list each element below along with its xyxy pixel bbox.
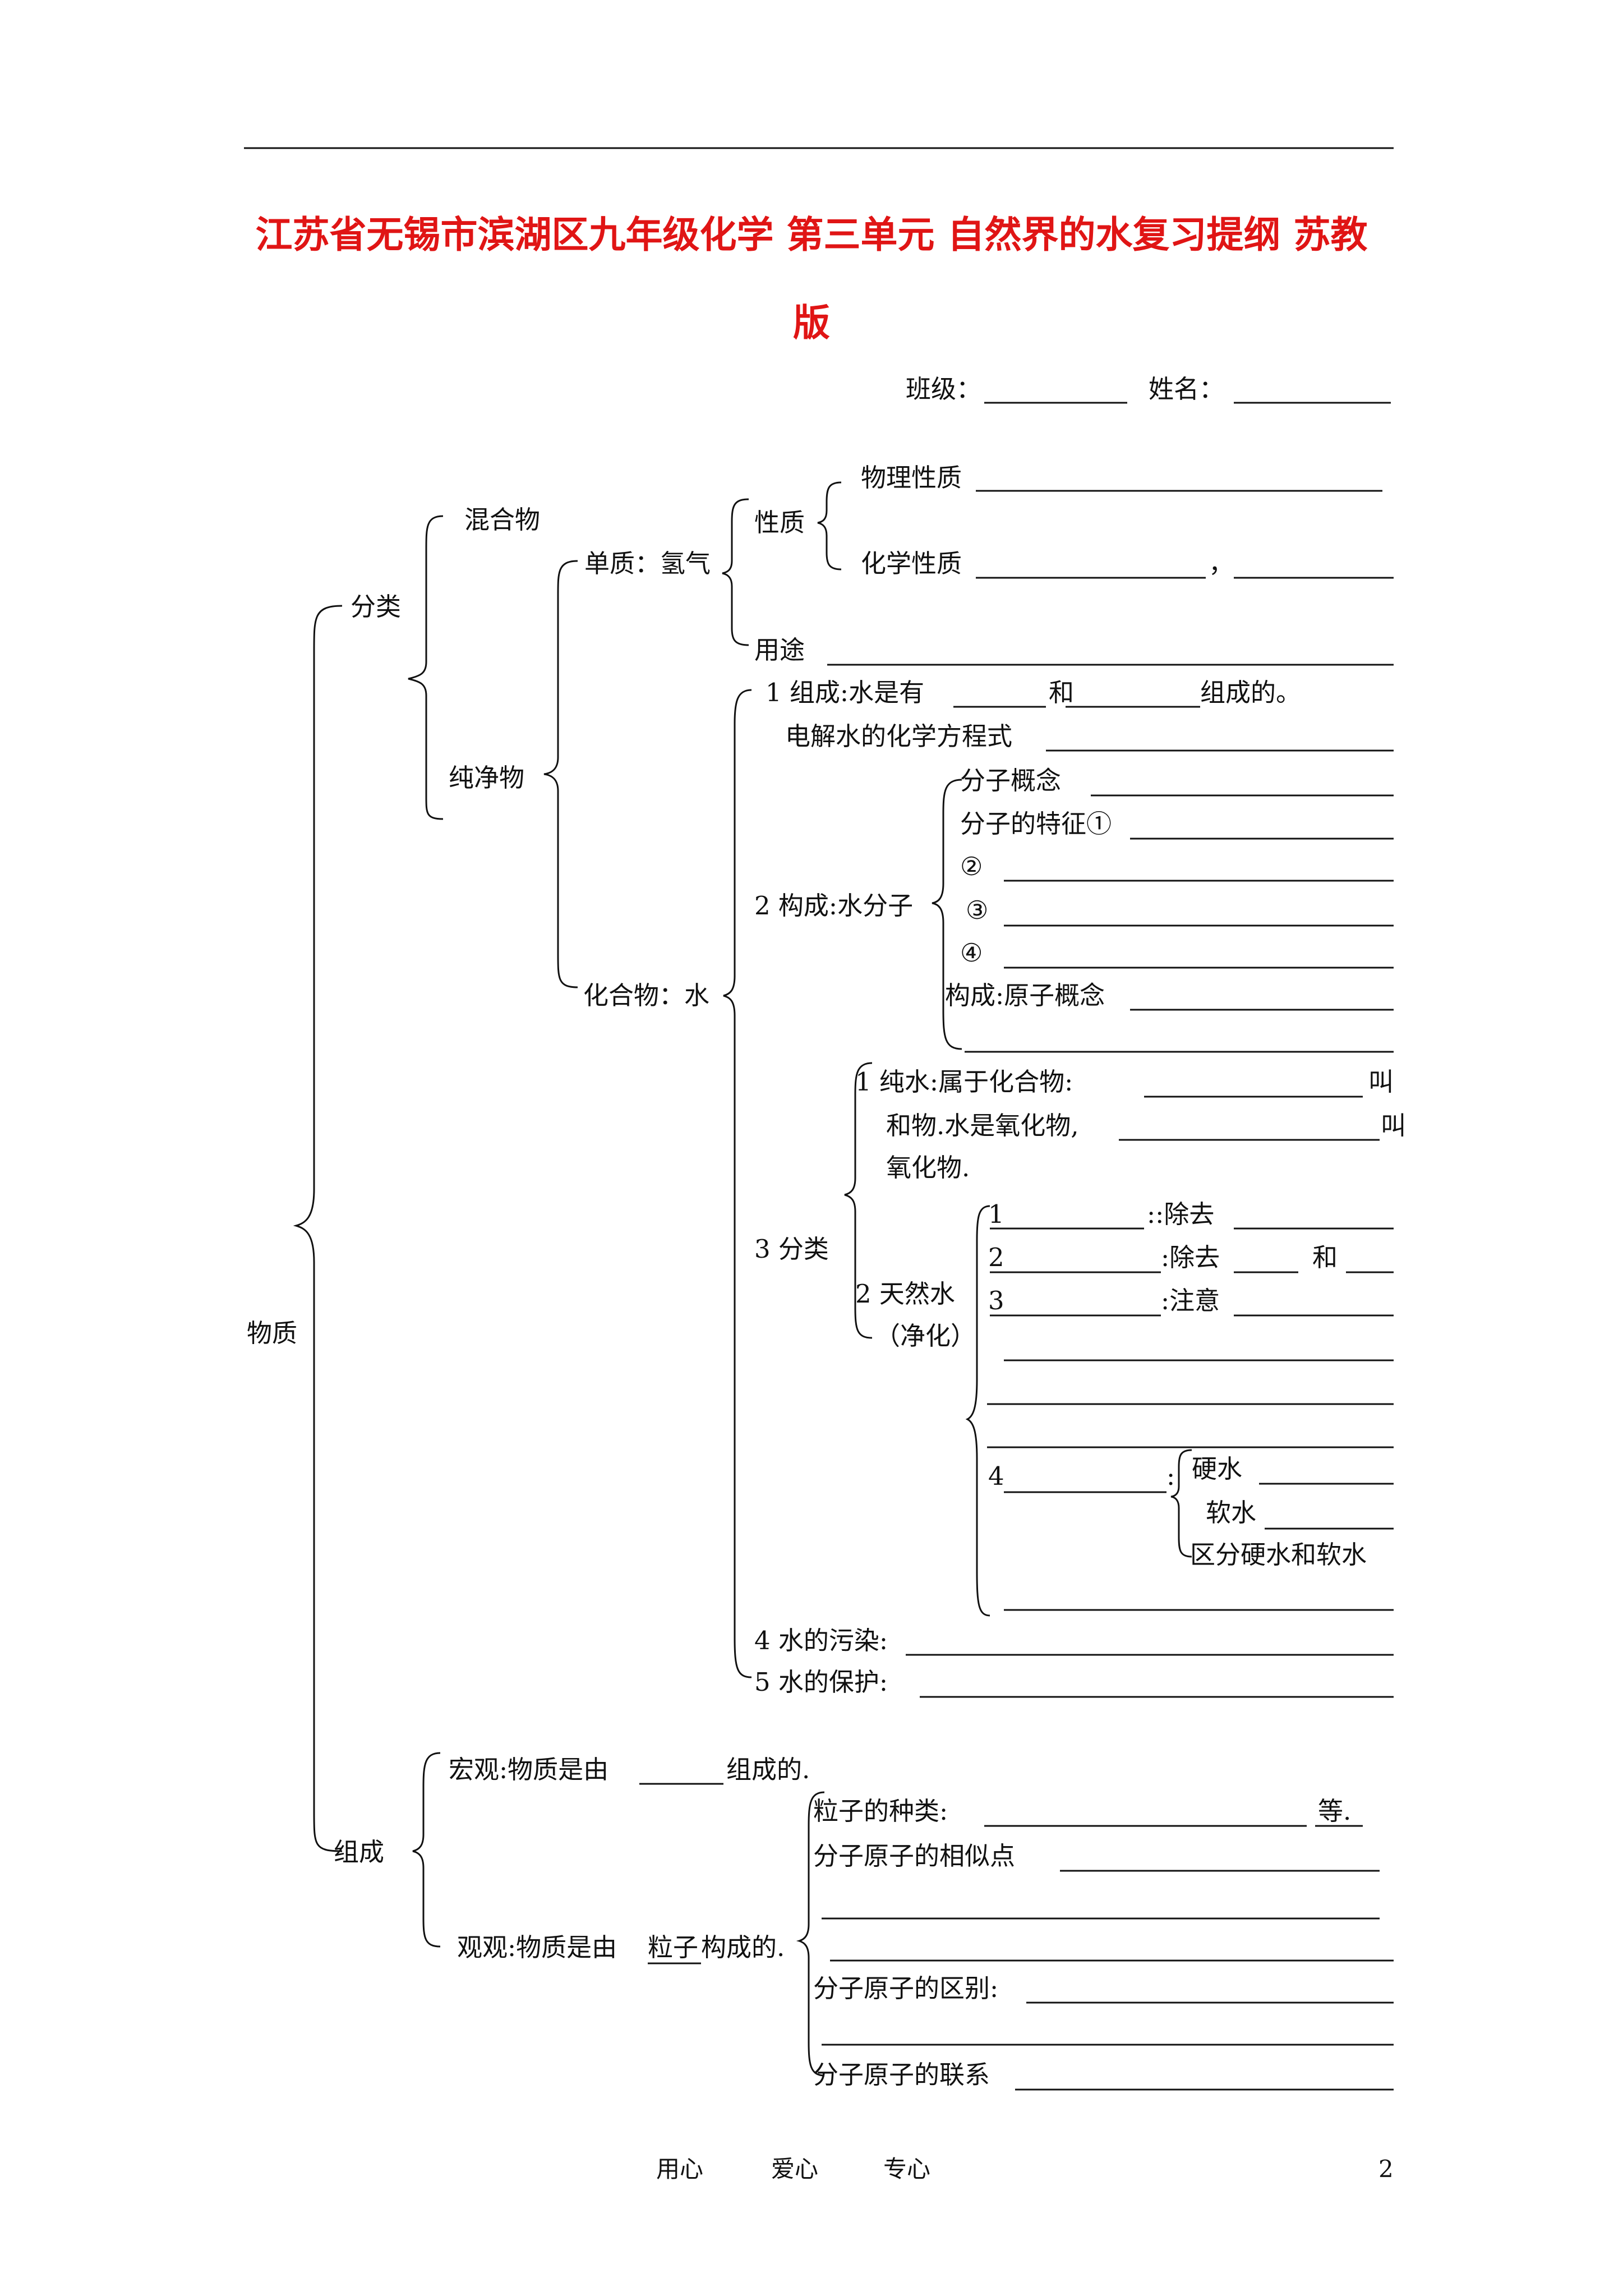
water-bracket [723, 689, 752, 1678]
pure-node: 纯净物 [449, 763, 525, 793]
compound-water-node: 化合物：水 [583, 981, 710, 1010]
composition-1-c: 组成的。 [1200, 678, 1302, 707]
properties-bracket [817, 481, 842, 570]
micro-a: 观观:物质是由 [457, 1932, 617, 1962]
atom-concept-label: 构成:原子概念 [945, 981, 1105, 1010]
macro-a: 宏观:物质是由 [449, 1755, 609, 1784]
micro-b: 构成的. [701, 1932, 785, 1962]
differences-label: 分子原子的区别: [813, 1973, 999, 2003]
step2-num: 2 [988, 1243, 1004, 1272]
element-hydrogen-node: 单质：氢气 [584, 549, 711, 578]
chemical-props-comma: ， [1209, 549, 1234, 578]
particle-types-label: 粒子的种类: [813, 1796, 948, 1826]
classify-node: 分类 [351, 592, 402, 622]
step2-sep: :除去 [1161, 1243, 1220, 1272]
electrolysis-label: 电解水的化学方程式 [785, 721, 1013, 751]
document-title-line1: 江苏省无锡市滨湖区九年级化学 第三单元 自然界的水复习提纲 苏教 [255, 213, 1368, 256]
hard-soft-bracket [1170, 1449, 1192, 1558]
macro-b: 组成的. [726, 1755, 810, 1784]
root-node: 物质 [247, 1318, 298, 1348]
pollution-label: 4 水的污染: [754, 1626, 888, 1655]
molecule-concept-label: 分子概念 [960, 766, 1062, 795]
pure-water-b: 叫 [1368, 1067, 1394, 1097]
page-number: 2 [1378, 2155, 1394, 2183]
feature-3-label: ③ [966, 895, 989, 925]
footer-motto-3: 专心 [883, 2155, 931, 2183]
footer-motto-2: 爱心 [771, 2155, 819, 2183]
pure-water-e: 氧化物. [886, 1153, 970, 1182]
feature-2-label: ② [960, 852, 983, 881]
similarities-label: 分子原子的相似点 [813, 1841, 1016, 1871]
hard-water-label: 硬水 [1192, 1454, 1243, 1484]
step4-sep: : [1166, 1461, 1175, 1491]
step4-num: 4 [988, 1461, 1004, 1491]
pure-bracket [543, 560, 578, 988]
step2-and: 和 [1312, 1243, 1338, 1272]
particle-etc: 等. [1318, 1796, 1352, 1826]
step1-num: 1 [988, 1199, 1004, 1229]
soft-water-label: 软水 [1206, 1498, 1257, 1527]
distinguish-label: 区分硬水和软水 [1190, 1540, 1367, 1570]
composition-node: 组成 [334, 1837, 385, 1867]
footer-motto-1: 用心 [656, 2155, 704, 2183]
feature-4-label: ④ [960, 938, 983, 968]
hydrogen-bracket [722, 498, 749, 646]
root-bracket [293, 605, 343, 1852]
natural-water-label: 2 天然水 [855, 1279, 955, 1309]
chemical-props-label: 化学性质 [861, 549, 962, 578]
natural-bracket [965, 1205, 990, 1617]
pure-water-d: 叫 [1381, 1111, 1407, 1140]
molecule-features-label: 分子的特征① [960, 809, 1112, 839]
protection-label: 5 水的保护: [754, 1667, 888, 1697]
composition-bracket [412, 1752, 441, 1948]
name-label: 姓名： [1149, 374, 1225, 404]
particle-bracket [796, 1791, 825, 2077]
pure-water-a: 1 纯水:属于化合物: [855, 1067, 1073, 1097]
molecule-bracket [932, 779, 962, 1050]
micro-particle: 粒子 [648, 1932, 699, 1962]
physical-props-label: 物理性质 [861, 463, 962, 493]
document-title-line2: 版 [793, 301, 830, 344]
mixture-node: 混合物 [464, 505, 541, 535]
pure-water-c: 和物.水是氧化物, [886, 1111, 1079, 1140]
purify-label: （净化） [875, 1321, 976, 1351]
step1-sep: ::除去 [1147, 1199, 1215, 1229]
classify3-bracket [844, 1062, 873, 1339]
classify-3-node: 3 分类 [754, 1234, 829, 1264]
step3-num: 3 [988, 1286, 1004, 1315]
uses-node: 用途 [754, 635, 805, 665]
composition-1-a: 1 组成:水是有 [766, 678, 925, 707]
composition-1-and: 和 [1049, 678, 1075, 707]
classify-bracket [408, 515, 444, 820]
structure-2-node: 2 构成:水分子 [754, 891, 914, 921]
relations-label: 分子原子的联系 [813, 2060, 990, 2090]
properties-node: 性质 [754, 508, 805, 537]
class-label: 班级： [906, 374, 982, 404]
step3-sep: :注意 [1161, 1286, 1220, 1315]
